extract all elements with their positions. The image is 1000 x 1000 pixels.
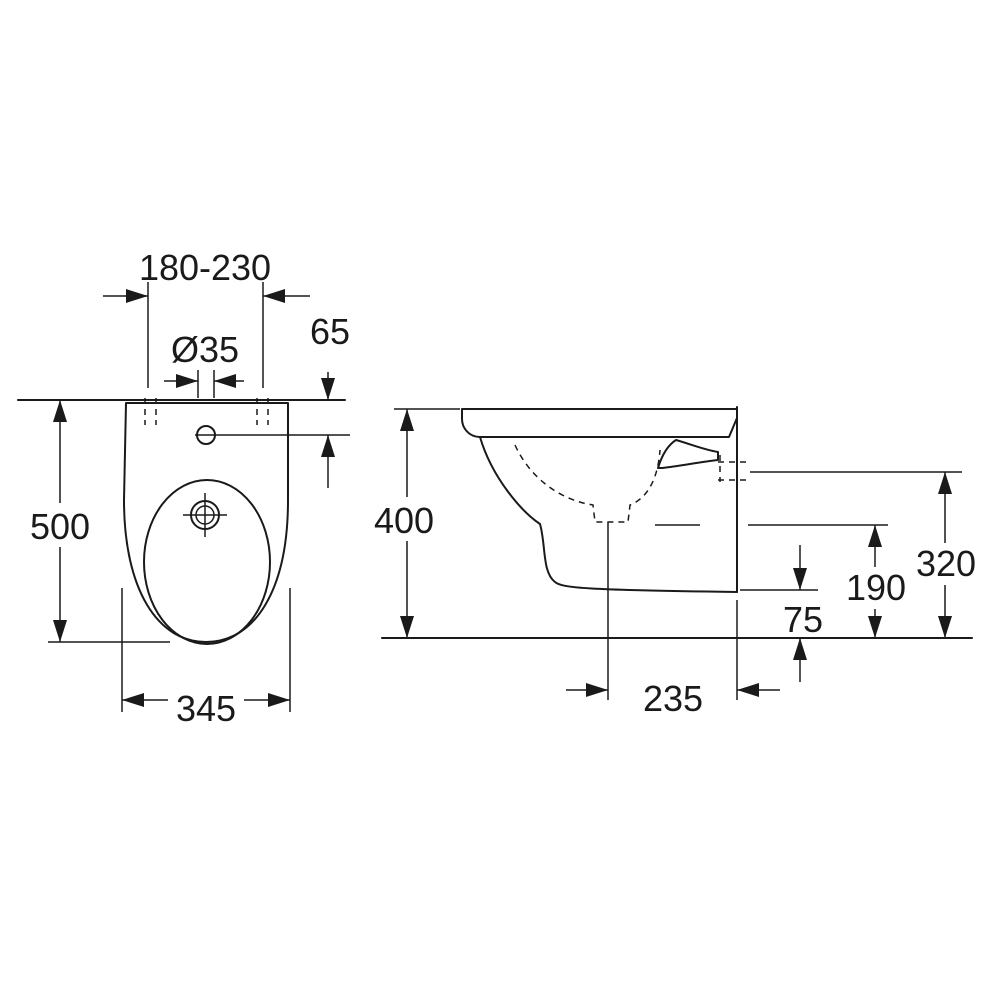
- side-view: 400 320 190 75 235: [366, 406, 986, 719]
- label-bg-500: [20, 503, 100, 547]
- arrow-400-bottom: [400, 616, 414, 638]
- label-drain-distance: 235: [643, 678, 703, 719]
- label-bg-320: [906, 543, 986, 585]
- arrow-190-bottom: [868, 616, 882, 638]
- arrow-180-left: [126, 289, 148, 303]
- arrow-235-right: [737, 683, 759, 697]
- arrow-345-right: [268, 693, 290, 707]
- rim-profile: [461, 408, 738, 438]
- label-supply-diameter: Ø35: [171, 329, 239, 370]
- label-bg-75: [776, 600, 830, 636]
- arrow-235-left: [586, 683, 608, 697]
- arrow-400-top: [400, 409, 414, 431]
- arrow-75-top: [793, 568, 807, 590]
- label-height: 400: [374, 500, 434, 541]
- bowl-outline: [123, 402, 289, 643]
- label-total-length: 500: [30, 506, 90, 547]
- arrow-320-bottom: [938, 616, 952, 638]
- bowl-opening: [143, 479, 271, 645]
- label-mount-spacing: 180-230: [139, 247, 271, 288]
- arrow-500-bottom: [53, 620, 67, 642]
- top-view: 180-230 Ø35 65 500 345: [17, 247, 350, 729]
- arrow-35-left: [176, 374, 198, 388]
- label-bg-190: [838, 567, 914, 609]
- label-outlet-center: 190: [846, 567, 906, 608]
- label-bg-400: [366, 497, 448, 541]
- label-bolt-height: 75: [783, 599, 823, 640]
- arrow-500-top: [53, 400, 67, 422]
- arrow-65-bottom: [321, 435, 335, 457]
- trap-dashed: [514, 444, 661, 523]
- arrow-35-right: [214, 374, 236, 388]
- arrow-345-left: [122, 693, 144, 707]
- arrow-180-right: [263, 289, 285, 303]
- label-outlet-height: 320: [916, 543, 976, 584]
- outlet-profile: [657, 439, 719, 469]
- label-width: 345: [176, 688, 236, 729]
- arrow-320-top: [938, 472, 952, 494]
- arrow-190-top: [868, 525, 882, 547]
- label-supply-offset: 65: [310, 311, 350, 352]
- arrow-65-top: [321, 378, 335, 400]
- arrow-75-bottom: [793, 638, 807, 660]
